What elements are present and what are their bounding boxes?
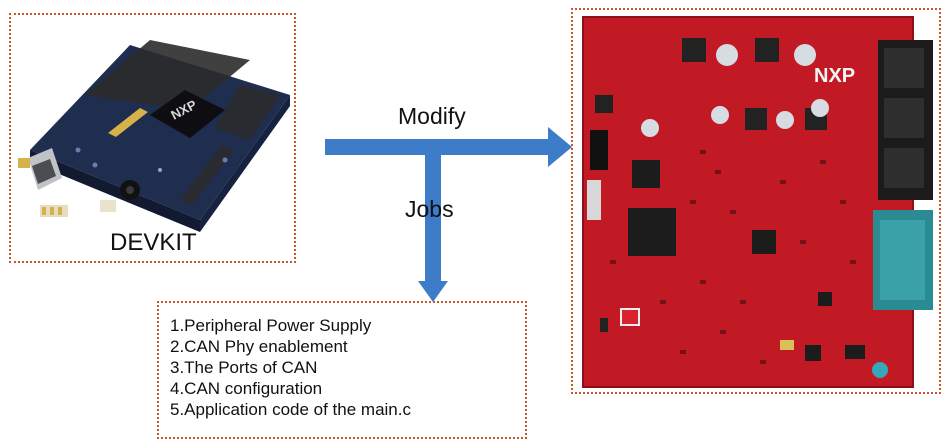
target-board-image: NXP [582, 16, 933, 388]
target-board-logo: NXP [814, 65, 855, 87]
jobs-list: 1.Peripheral Power Supply 2.CAN Phy enab… [170, 315, 411, 420]
job-item: 5.Application code of the main.c [170, 400, 411, 419]
modify-label: Modify [398, 103, 466, 129]
modify-arrow [325, 127, 572, 167]
jobs-frame [157, 301, 527, 439]
job-item: 4.CAN configuration [170, 379, 323, 398]
jobs-label: Jobs [405, 196, 454, 222]
jobs-arrow [418, 155, 448, 302]
job-item: 3.The Ports of CAN [170, 358, 318, 377]
job-item: 2.CAN Phy enablement [170, 337, 348, 356]
job-item: 1.Peripheral Power Supply [170, 316, 372, 335]
devkit-label: DEVKIT [110, 229, 197, 256]
devkit-board-image: NXP [18, 40, 290, 232]
